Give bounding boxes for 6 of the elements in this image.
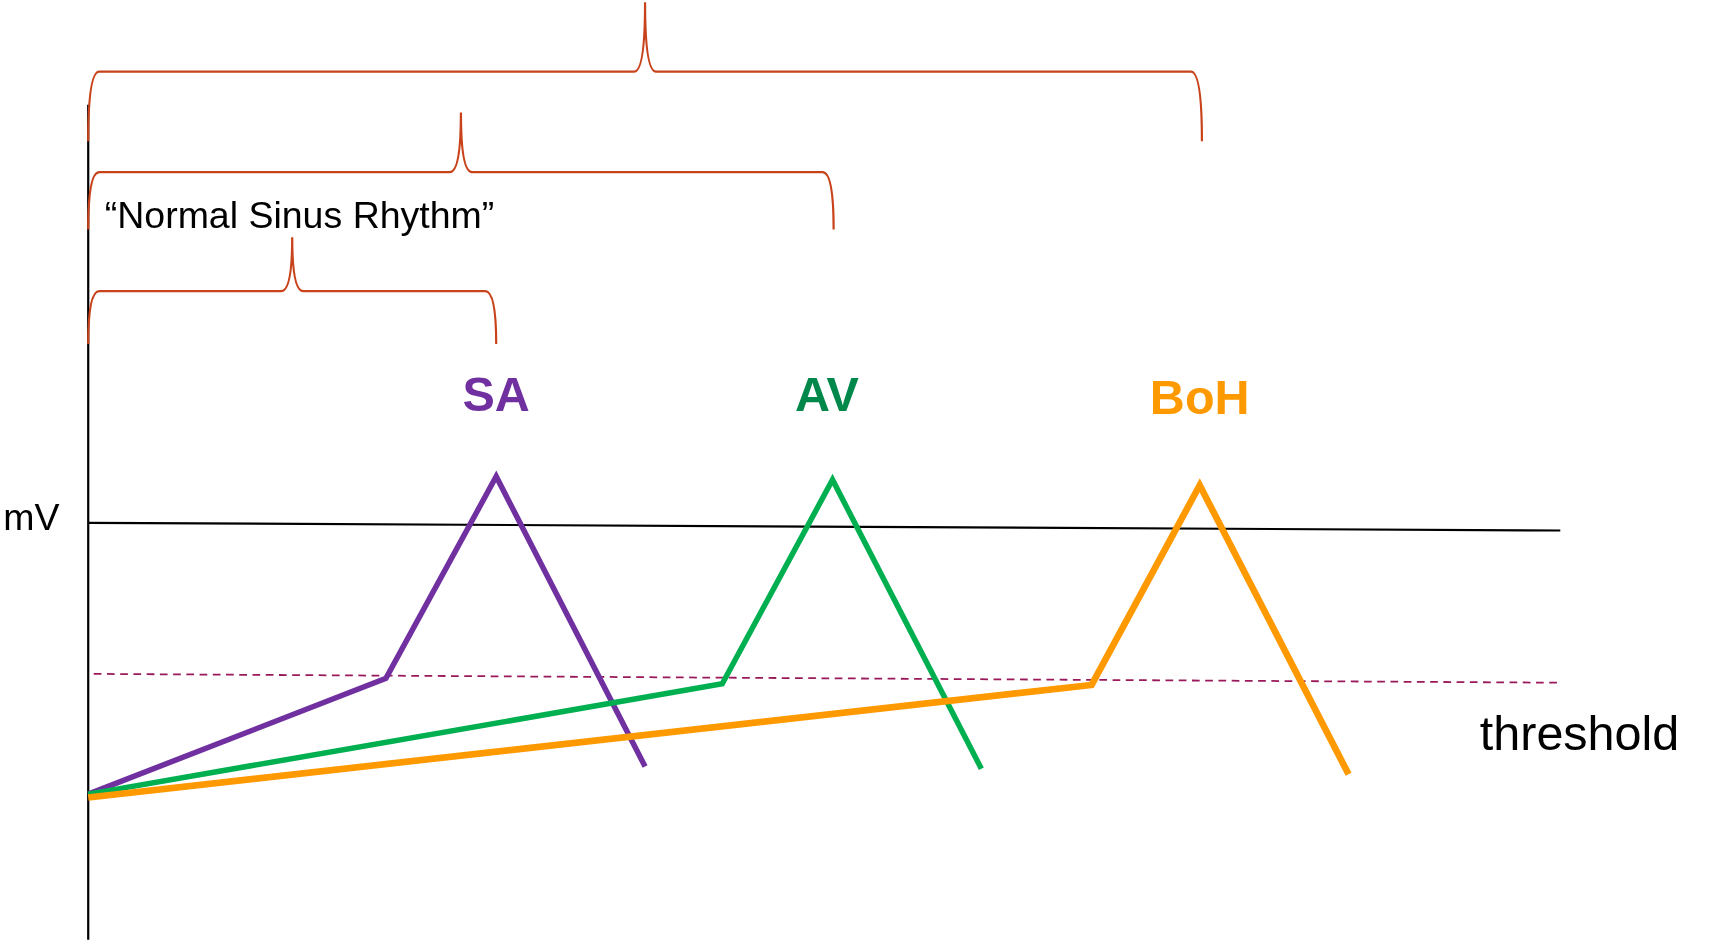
brace-label: “Normal Sinus Rhythm” — [104, 197, 495, 235]
axis-label: mV — [3, 499, 60, 537]
trace-label: BoH — [1149, 372, 1250, 422]
threshold-label: threshold — [1479, 709, 1680, 758]
trace-label: AV — [795, 369, 859, 418]
trace-label: SA — [462, 369, 530, 418]
